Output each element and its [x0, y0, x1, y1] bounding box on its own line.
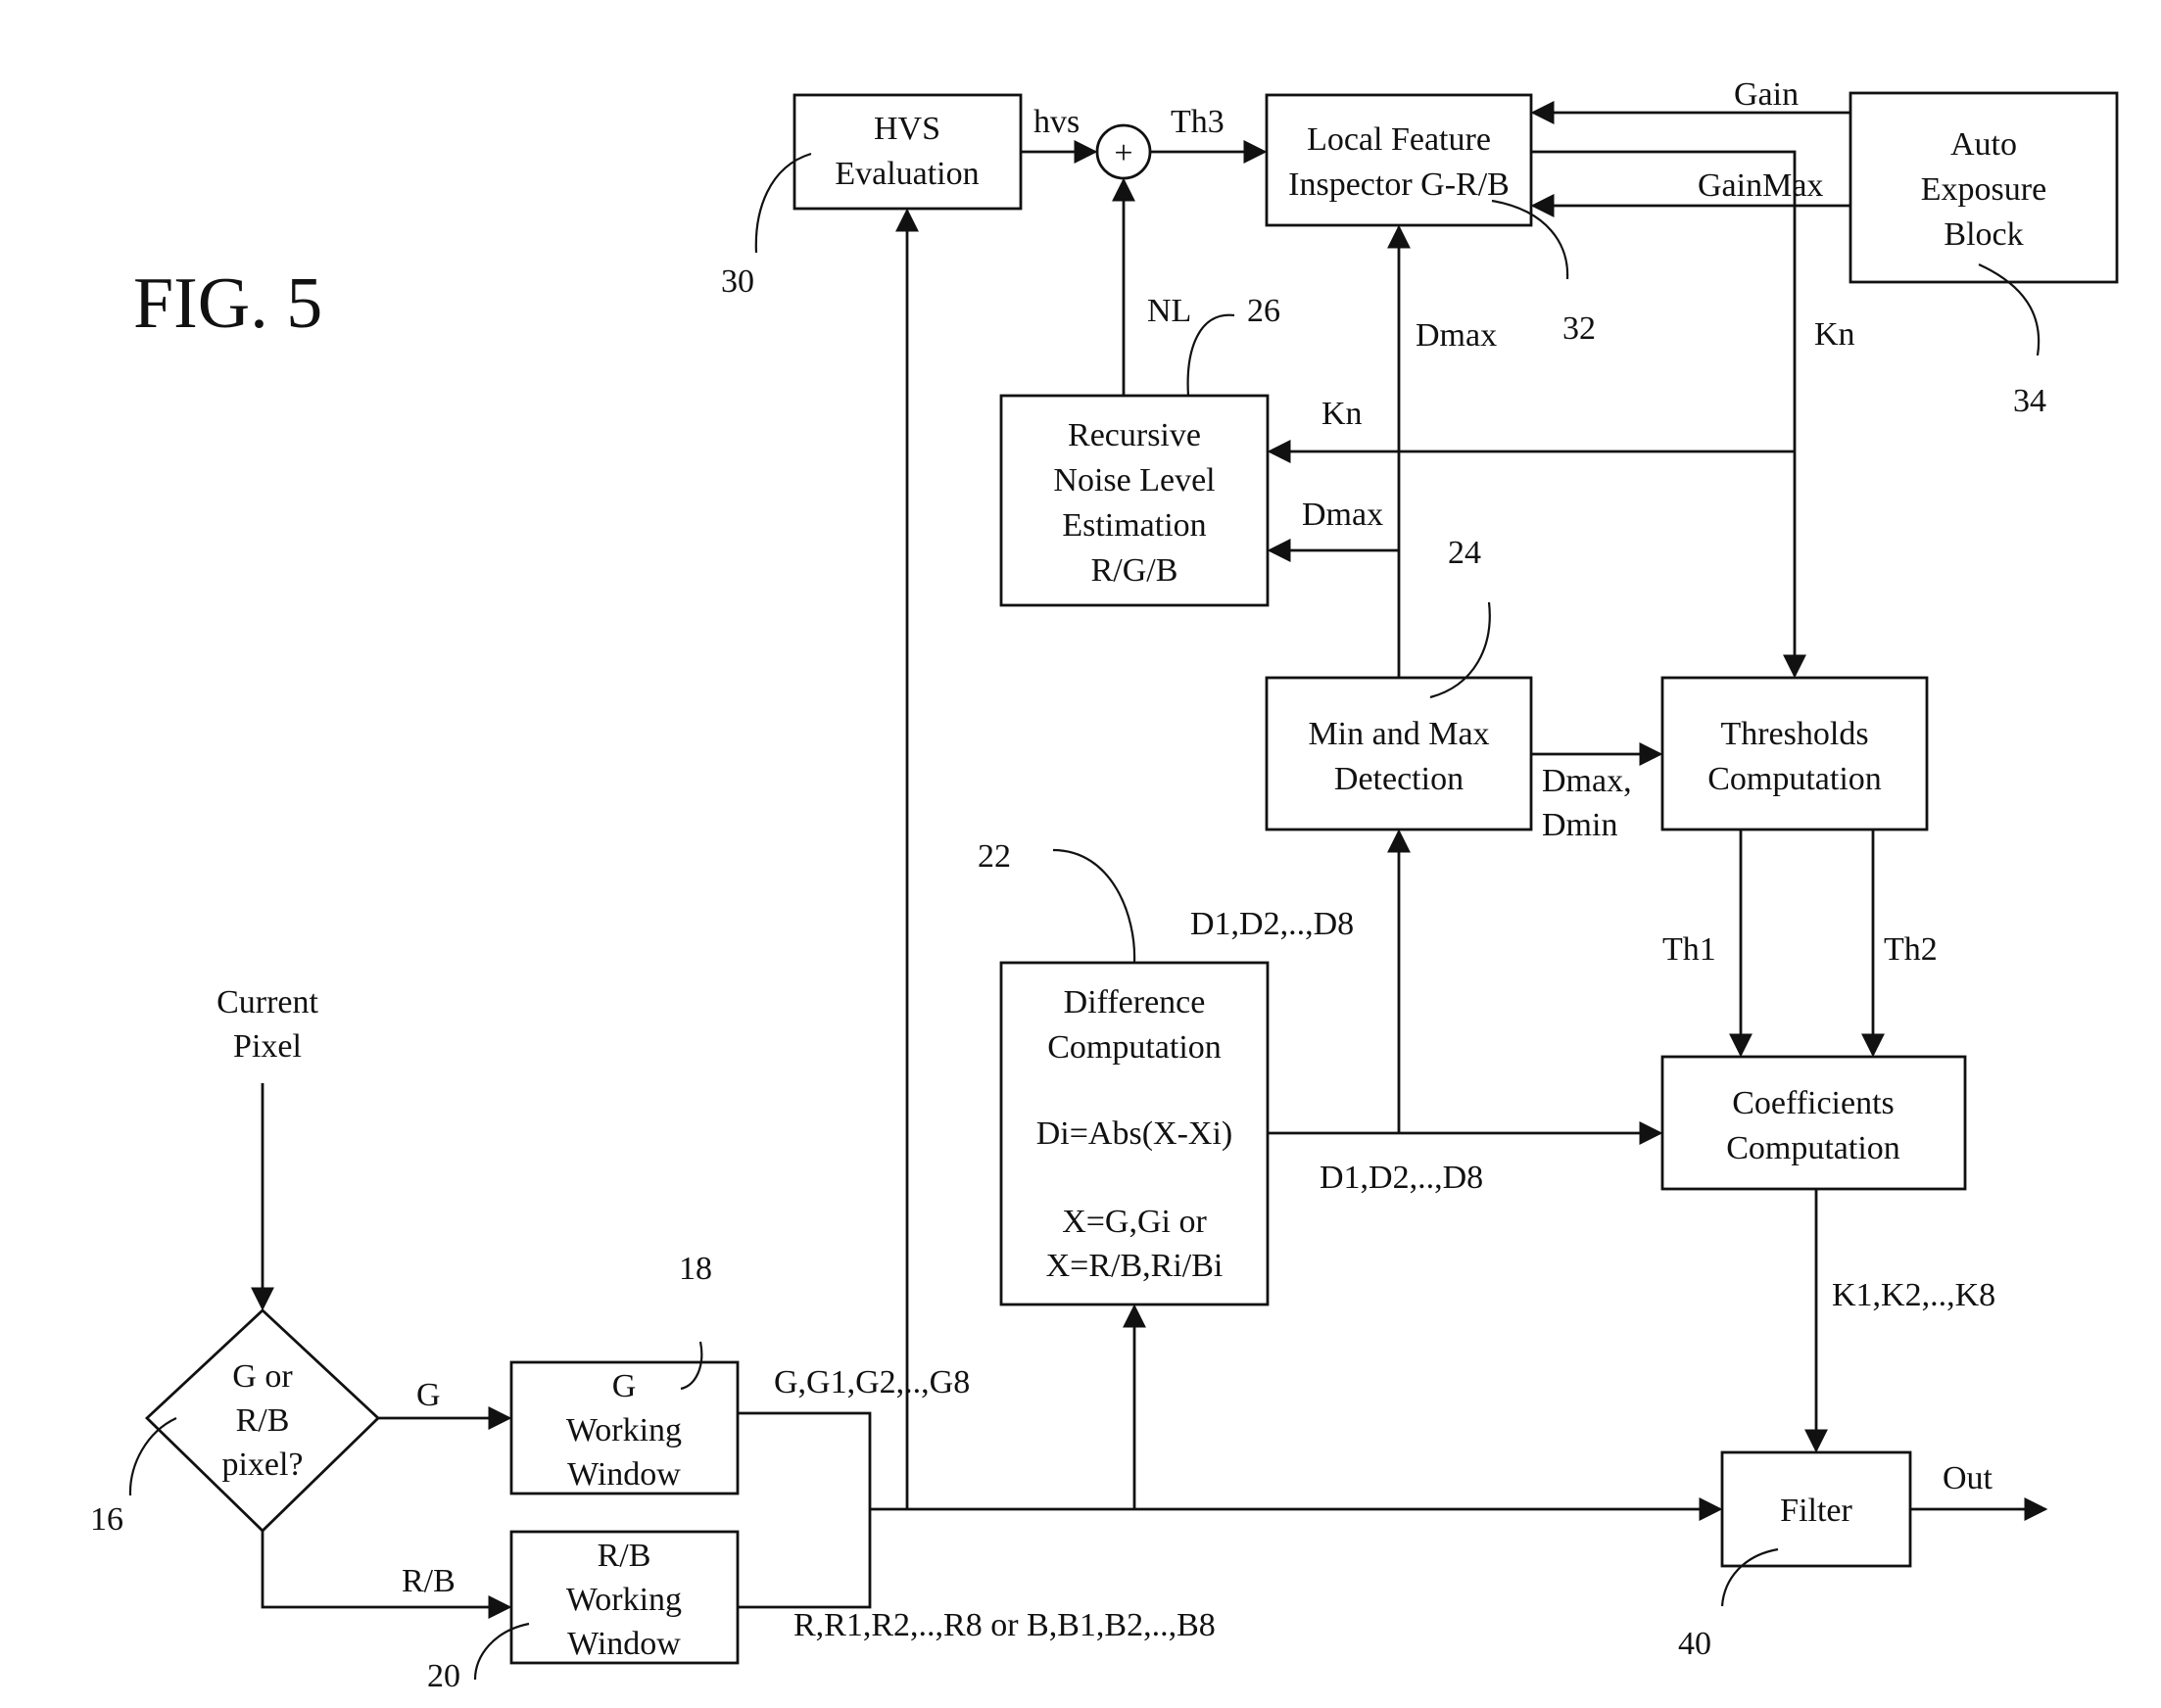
label-d-list-right: D1,D2,..,D8	[1320, 1160, 1483, 1196]
summing-junction-symbol: +	[1114, 135, 1132, 171]
ref-40: 40	[1678, 1626, 1711, 1662]
label-rb-list: R,R1,R2,..,R8 or B,B1,B2,..,B8	[793, 1607, 1216, 1643]
label-rb: R/B	[402, 1563, 456, 1599]
noise-level-line-1: Recursive	[1068, 417, 1201, 453]
label-g-list: G,G1,G2,..,G8	[774, 1364, 970, 1400]
label-th1: Th1	[1662, 931, 1716, 968]
min-max-detection-block: Min and Max Detection	[1265, 676, 1533, 831]
leader-16	[128, 1417, 177, 1496]
local-feature-line-2: Inspector G-R/B	[1288, 166, 1510, 203]
filter-block: Filter	[1720, 1450, 1912, 1568]
leader-30	[754, 152, 812, 254]
g-working-window-block: G Working Window	[509, 1360, 740, 1495]
label-current-pixel-2: Pixel	[233, 1028, 302, 1065]
line-g-window-out	[738, 1411, 872, 1609]
coefficients-line-1: Coefficients	[1732, 1085, 1895, 1121]
leader-40	[1720, 1547, 1779, 1607]
arrow-kn-to-thresholds	[1531, 150, 1806, 679]
noise-level-estimation-block: Recursive Noise Level Estimation R/G/B	[999, 394, 1270, 607]
label-dmin: Dmin	[1542, 807, 1617, 843]
filter-label: Filter	[1780, 1493, 1852, 1529]
label-dmax-left: Dmax	[1302, 497, 1383, 533]
thresholds-line-2: Computation	[1707, 761, 1882, 797]
noise-level-line-4: R/G/B	[1091, 552, 1178, 589]
rb-window-line-2: Working	[566, 1582, 682, 1618]
label-kn-right: Kn	[1814, 316, 1855, 353]
ref-18: 18	[679, 1251, 712, 1287]
summing-junction: +	[1095, 123, 1152, 180]
ref-24: 24	[1448, 535, 1481, 571]
coefficients-computation-block: Coefficients Computation	[1660, 1055, 1967, 1191]
ref-30: 30	[721, 263, 754, 300]
leader-34	[1978, 262, 2041, 356]
auto-exposure-line-3: Block	[1944, 216, 2023, 253]
leader-24	[1429, 601, 1491, 699]
ref-32: 32	[1562, 310, 1596, 347]
leader-26	[1186, 313, 1235, 397]
leader-32	[1491, 199, 1569, 280]
rb-window-line-1: R/B	[598, 1538, 651, 1574]
reference-numerals: 30 26 32 34 24 22 18 16 20 40	[90, 263, 2046, 1694]
label-gain-max: GainMax	[1698, 167, 1823, 204]
difference-computation-block: Difference Computation Di=Abs(X-Xi) X=G,…	[999, 961, 1270, 1306]
arrow-rb-branch	[261, 1531, 512, 1619]
difference-line-2: Computation	[1047, 1029, 1222, 1066]
label-kn-left: Kn	[1321, 396, 1363, 432]
rb-working-window-block: R/B Working Window	[509, 1530, 740, 1665]
pixel-type-decision: G or R/B pixel?	[144, 1308, 381, 1533]
thresholds-line-1: Thresholds	[1720, 716, 1868, 752]
g-window-line-1: G	[612, 1368, 637, 1404]
min-max-line-2: Detection	[1334, 761, 1464, 797]
ref-20: 20	[427, 1658, 460, 1694]
g-window-line-2: Working	[566, 1412, 682, 1448]
hvs-evaluation-block: HVS Evaluation	[792, 93, 1023, 211]
figure-title: FIG. 5	[133, 263, 322, 344]
rb-window-line-3: Window	[567, 1626, 681, 1662]
label-d-list-up: D1,D2,..,D8	[1190, 906, 1354, 942]
leader-22	[1052, 848, 1136, 964]
auto-exposure-line-2: Exposure	[1921, 171, 2046, 208]
ref-22: 22	[978, 838, 1011, 875]
auto-exposure-line-1: Auto	[1950, 126, 2017, 163]
label-dmax-comma: Dmax,	[1542, 763, 1632, 799]
leader-18	[680, 1341, 703, 1391]
reference-leaders	[128, 152, 2041, 1681]
thresholds-computation-block: Thresholds Computation	[1660, 676, 1929, 831]
noise-level-line-3: Estimation	[1062, 507, 1206, 544]
g-window-line-3: Window	[567, 1456, 681, 1493]
label-dmax-up: Dmax	[1416, 317, 1497, 354]
decision-line-3: pixel?	[221, 1447, 303, 1483]
signal-labels: hvs Th3 Gain GainMax Kn NL Dmax Kn Dmax …	[216, 76, 1995, 1643]
label-k-list: K1,K2,..,K8	[1832, 1277, 1995, 1313]
decision-line-1: G or	[232, 1358, 293, 1395]
decision-line-2: R/B	[236, 1402, 290, 1439]
difference-formula: Di=Abs(X-Xi)	[1036, 1115, 1232, 1152]
local-feature-line-1: Local Feature	[1307, 121, 1491, 158]
difference-x-g: X=G,Gi or	[1062, 1204, 1207, 1240]
ref-34: 34	[2013, 383, 2046, 419]
difference-x-rb: X=R/B,Ri/Bi	[1046, 1248, 1224, 1284]
hvs-line-1: HVS	[874, 111, 940, 147]
ref-16: 16	[90, 1501, 123, 1538]
label-current-pixel-1: Current	[216, 984, 318, 1020]
label-th2: Th2	[1884, 931, 1938, 968]
min-max-line-1: Min and Max	[1308, 716, 1489, 752]
label-g: G	[416, 1377, 441, 1413]
noise-level-line-2: Noise Level	[1053, 462, 1215, 498]
coefficients-line-2: Computation	[1726, 1130, 1900, 1166]
label-gain: Gain	[1734, 76, 1799, 113]
label-nl: NL	[1147, 293, 1191, 329]
ref-26: 26	[1247, 293, 1280, 329]
hvs-line-2: Evaluation	[835, 156, 979, 192]
label-th3: Th3	[1171, 104, 1225, 140]
label-out: Out	[1943, 1460, 1993, 1496]
difference-line-1: Difference	[1064, 984, 1206, 1020]
label-hvs: hvs	[1033, 104, 1080, 140]
leader-20	[473, 1622, 530, 1681]
connectors	[251, 101, 2048, 1619]
local-feature-inspector-block: Local Feature Inspector G-R/B	[1265, 93, 1533, 227]
auto-exposure-block: Auto Exposure Block	[1849, 91, 2119, 284]
